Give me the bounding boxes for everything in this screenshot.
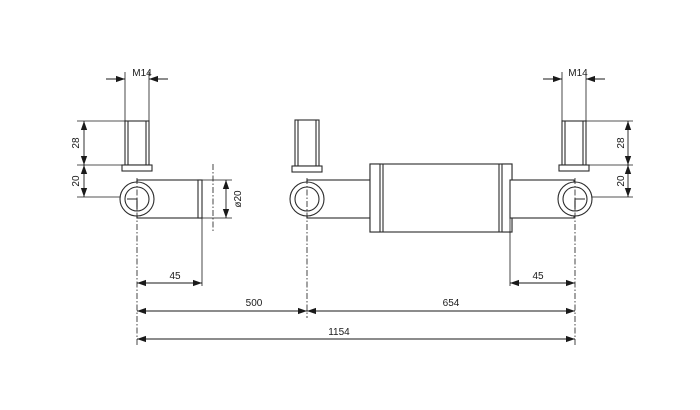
span-right-label: 654 (443, 298, 460, 309)
left-thread-dimension: M14 (106, 68, 168, 121)
right-offset-label: 45 (532, 271, 544, 282)
right-end-fitting (509, 120, 593, 219)
left-offset-dimension: 45 (137, 271, 202, 287)
span-left-label: 500 (246, 298, 263, 309)
center-sleeve (369, 163, 513, 233)
right-height-top-label: 28 (616, 137, 627, 149)
overall-dimension: 1154 (137, 327, 575, 343)
left-thread-label: M14 (132, 68, 152, 79)
left-threaded-stud (124, 120, 150, 166)
right-threaded-stud (561, 120, 587, 166)
center-fitting (289, 119, 513, 233)
right-nut (558, 164, 590, 172)
left-offset-label: 45 (169, 271, 181, 282)
right-thread-label: M14 (568, 68, 588, 79)
left-height-dimensions: 28 20 (71, 120, 125, 198)
right-thread-dimension: M14 (543, 68, 605, 121)
left-height-top-label: 28 (71, 137, 82, 149)
center-nut (291, 165, 323, 173)
left-height-bottom-label: 20 (71, 175, 82, 187)
span-dimensions: 500 654 (137, 298, 575, 315)
right-offset-dimension: 45 (510, 271, 575, 287)
overall-label: 1154 (328, 327, 350, 338)
left-end-fitting (119, 120, 203, 219)
left-nut (121, 164, 153, 172)
diameter-dimension: ø20 (202, 179, 244, 219)
right-height-dimensions: 28 20 (586, 120, 633, 198)
right-height-bottom-label: 20 (616, 175, 627, 187)
center-threaded-stud (294, 119, 320, 167)
diameter-label: ø20 (233, 190, 244, 208)
